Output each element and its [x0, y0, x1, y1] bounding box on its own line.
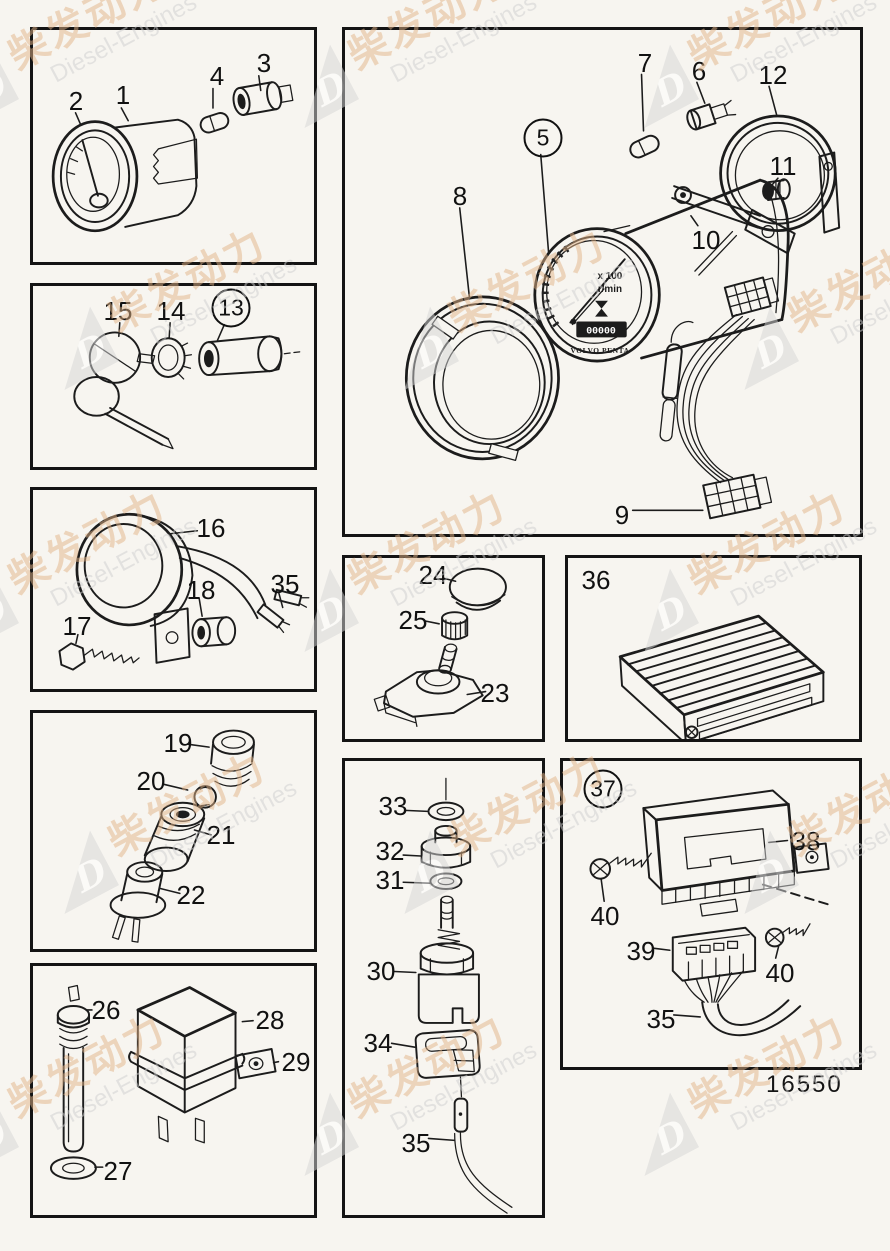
panel-relay-module: 37 38 40 39 40 35 [560, 758, 862, 1070]
callout-11: 11 [769, 151, 797, 181]
callout-2: 2 [68, 86, 84, 116]
callout-18: 18 [186, 575, 216, 605]
bulb-socket-drawing [232, 81, 294, 116]
callout-16: 16 [196, 513, 226, 543]
callout-40-right: 40 [765, 958, 795, 988]
callout-5: 5 [523, 118, 563, 158]
panel-pressure-switch: 33 32 31 30 34 35 [342, 758, 545, 1218]
bulb-drawing [629, 134, 660, 159]
brand-logo-icon: D [0, 44, 19, 128]
callout-20: 20 [136, 766, 166, 796]
dial-multiplier-label: x 100 [598, 271, 623, 282]
panel-tachometer-kit: x 100 r/min 00000 VOLVO PENTA [342, 27, 863, 537]
panel-key-and-lock: 15 14 13 [30, 283, 317, 470]
callout-4: 4 [209, 61, 225, 91]
callout-22: 22 [176, 880, 206, 910]
callout-33: 33 [378, 791, 408, 821]
callout-15: 15 [103, 296, 133, 326]
callout-10: 10 [691, 225, 721, 255]
callout-6: 6 [691, 56, 707, 86]
callout-21: 21 [206, 820, 236, 850]
callout-39: 39 [626, 936, 656, 966]
hourglass-icon [595, 300, 608, 317]
hour-counter-value: 00000 [586, 325, 616, 336]
callout-14: 14 [156, 296, 186, 326]
cover-drawing [414, 1029, 481, 1079]
callout-9: 9 [614, 500, 630, 530]
callout-28: 28 [255, 1005, 285, 1035]
panel-control-box: 36 [565, 555, 862, 742]
callout-1: 1 [115, 80, 131, 110]
callout-17: 17 [62, 611, 92, 641]
callout-35: 35 [646, 1004, 676, 1034]
brand-logo-icon: D [0, 1092, 19, 1176]
callout-40-left: 40 [590, 901, 620, 931]
callout-30: 30 [366, 956, 396, 986]
callout-34: 34 [363, 1028, 393, 1058]
callout-8: 8 [452, 181, 468, 211]
callout-32: 32 [375, 836, 405, 866]
harness-wires [676, 313, 755, 484]
callout-29: 29 [281, 1047, 311, 1077]
bulb-holder-drawing [109, 729, 255, 943]
callout-3: 3 [256, 48, 272, 78]
instrument-gauge-drawing [51, 75, 294, 233]
plug-connector-drawing [702, 473, 773, 520]
panel-sensor-and-relay: 26 27 28 29 [30, 963, 317, 1218]
key-lock-drawing [73, 322, 301, 450]
callout-38: 38 [791, 826, 821, 856]
dial-unit-label: r/min [598, 284, 622, 295]
callout-35: 35 [401, 1128, 431, 1158]
callout-23: 23 [480, 678, 510, 708]
callout-27: 27 [103, 1156, 133, 1186]
brand-logo-icon: D [615, 1092, 699, 1176]
callout-24: 24 [418, 560, 448, 590]
bulb-drawing [199, 112, 230, 134]
callout-25: 25 [398, 605, 428, 635]
callout-12: 12 [758, 60, 788, 90]
knob-switch-drawing [373, 567, 507, 728]
dial-brand-label: VOLVO PENTA [570, 346, 629, 355]
control-box-drawing [618, 614, 825, 739]
callout-26: 26 [91, 995, 121, 1025]
connector-drawing [723, 276, 780, 318]
sensor-relay-drawing [49, 984, 280, 1180]
panel-sender-unit: 16 18 35 17 [30, 487, 317, 692]
callout-35: 35 [270, 569, 300, 599]
pressure-switch-drawing [390, 777, 513, 1214]
tachometer-drawing: x 100 r/min 00000 VOLVO PENTA [404, 73, 841, 520]
callout-31: 31 [375, 865, 405, 895]
sender-unit-drawing [58, 512, 310, 671]
callout-13: 13 [211, 288, 251, 328]
inline-fuse-drawing [659, 343, 683, 442]
callout-19: 19 [163, 728, 193, 758]
panel-bulb-holder-set: 19 20 21 22 [30, 710, 317, 952]
bulb-socket-drawing [686, 99, 737, 131]
brand-logo-icon: D [0, 568, 19, 652]
callout-37: 37 [583, 769, 623, 809]
callout-36: 36 [581, 565, 611, 595]
drawing-number: 16550 [766, 1071, 843, 1098]
callout-7: 7 [637, 48, 653, 78]
panel-instrument-gauge: 2 1 4 3 [30, 27, 317, 265]
panel-switch-with-knob: 24 25 23 [342, 555, 545, 742]
